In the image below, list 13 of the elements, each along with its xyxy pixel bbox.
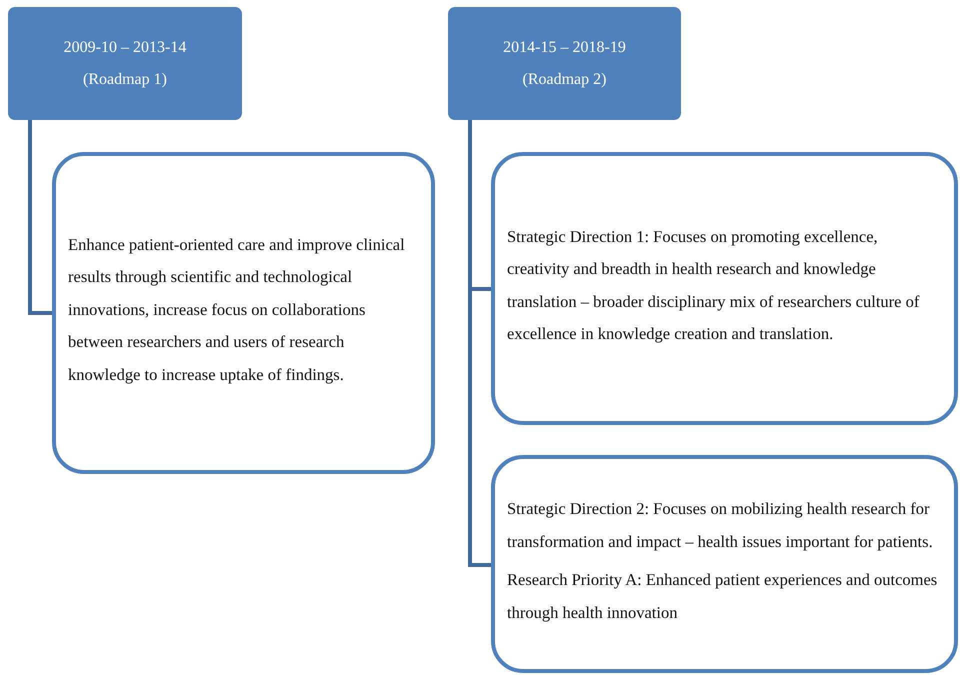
connector-line	[28, 120, 52, 315]
period-label: 2014-15 – 2018-19 (Roadmap 2)	[502, 38, 627, 90]
period-label: 2009-10 – 2013-14 (Roadmap 1)	[62, 38, 188, 90]
description-text: Strategic Direction 1: Focuses on promoting excellence, creativity and breadth in health research and knowledge translation – broader disciplinary mix of researchers culture of excellence in knowledge creation and translation.	[507, 226, 920, 345]
text-box	[52, 152, 435, 474]
description-text: Research Priority A: Enhanced patient experiences and outcomes through health innovation	[507, 569, 938, 624]
text-box	[491, 152, 958, 425]
timeline-header	[448, 7, 681, 120]
description-text: Strategic Direction 2: Focuses on mobilizing health research for transformation and impact – health issues important for patients.	[507, 498, 934, 552]
text-box	[491, 455, 958, 673]
timeline-header	[8, 7, 242, 120]
description-text: Enhance patient-oriented care and improve clinical results through scientific and technological innovations, increase focus on collaborations between researchers and users of research knowledge to increase uptake of findings.	[68, 234, 406, 386]
connector-line	[468, 120, 491, 567]
